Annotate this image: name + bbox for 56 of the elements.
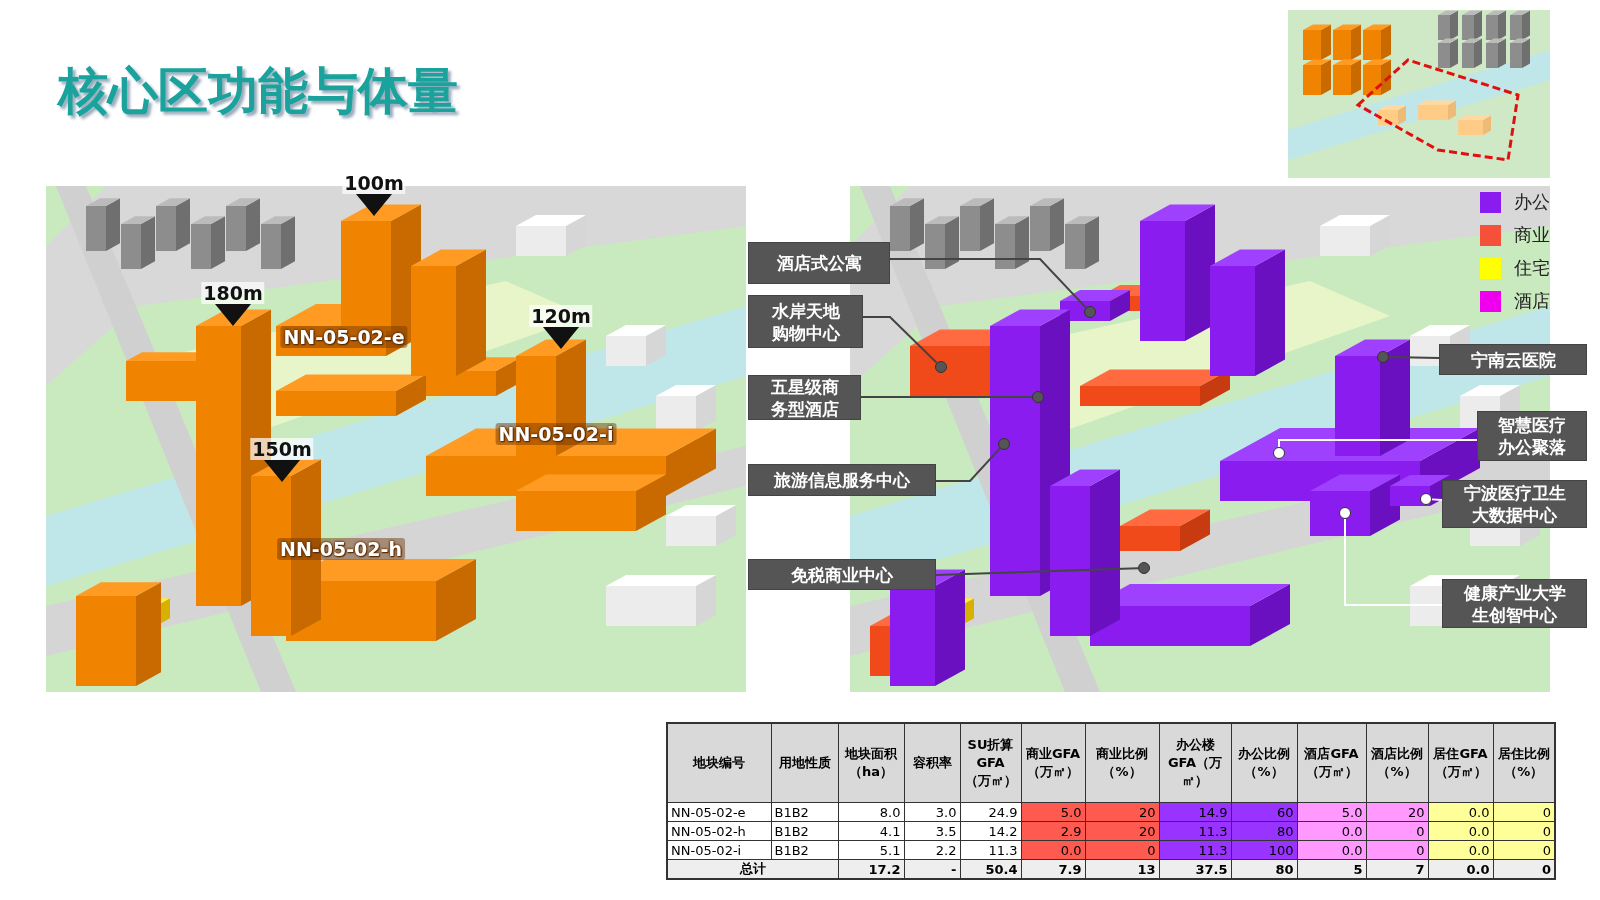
height-label: 180m [201,282,265,304]
table-cell: B1B2 [771,802,838,822]
table-cell: 24.9 [960,802,1021,822]
callout-label: 旅游信息服务中心 [748,464,936,496]
table-cell: NN-05-02-e [667,802,771,822]
height-label: 120m [529,305,593,327]
column-header: SU折算GFA（万㎡） [960,723,1021,803]
legend-label: 商业 [1514,223,1550,247]
leader-line [1344,518,1443,606]
leader-line [1431,498,1443,501]
callout-label: 宁南云医院 [1439,344,1587,375]
callout-label: 智慧医疗办公聚落 [1477,411,1587,461]
table-cell: 8.0 [838,802,904,822]
table-cell: NN-05-02-i [667,840,771,860]
callout-label: 健康产业大学生创智中心 [1442,579,1587,628]
table-cell: 3.0 [904,802,960,822]
table-cell: 2.2 [904,840,960,860]
height-label: 150m [250,438,314,460]
callout-label: 免税商业中心 [748,559,936,590]
table-cell: 3.5 [904,821,960,841]
page-title: 核心区功能与体量 [58,61,458,122]
column-header: 办公比例（%） [1231,723,1297,803]
table-cell: B1B2 [771,840,838,860]
leader-line [935,567,1139,576]
callout-label: 水岸天地购物中心 [748,295,863,348]
table-cell: 11.3 [960,840,1021,860]
table-cell: 4.1 [838,821,904,841]
column-header: 容积率 [904,723,960,803]
column-header: 居住GFA（万㎡） [1428,723,1493,803]
leader-line [862,316,938,364]
column-header: 酒店GFA（万㎡） [1297,723,1366,803]
callout-label: 酒店式公寓 [748,242,890,284]
leader-line [860,396,1033,398]
table-cell: 14.2 [960,821,1021,841]
column-header: 商业GFA（万㎡） [1021,723,1085,803]
column-header: 居住比例（%） [1493,723,1555,803]
table-cell: 5.1 [838,840,904,860]
table-cell: 总计 [667,859,838,879]
column-header: 地块面积（ha） [838,723,904,803]
column-header: 用地性质 [771,723,838,803]
column-header: 酒店比例（%） [1366,723,1428,803]
legend-label: 酒店 [1514,289,1550,313]
callout-label: 五星级商务型酒店 [748,375,861,420]
leader-line [1278,439,1478,448]
leader-line [1388,356,1440,359]
legend-label: 住宅 [1514,256,1550,280]
column-header: 商业比例（%） [1085,723,1159,803]
leader-line [889,258,1087,309]
legend-label: 办公 [1514,190,1550,214]
callout-label: 宁波医疗卫生大数据中心 [1442,480,1587,528]
column-header: 办公楼GFA（万㎡） [1159,723,1231,803]
plot-label: NN-05-02-i [495,423,617,445]
table-cell: B1B2 [771,821,838,841]
plot-label: NN-05-02-e [280,326,408,348]
table-cell: NN-05-02-h [667,821,771,841]
column-header: 地块编号 [667,723,771,803]
